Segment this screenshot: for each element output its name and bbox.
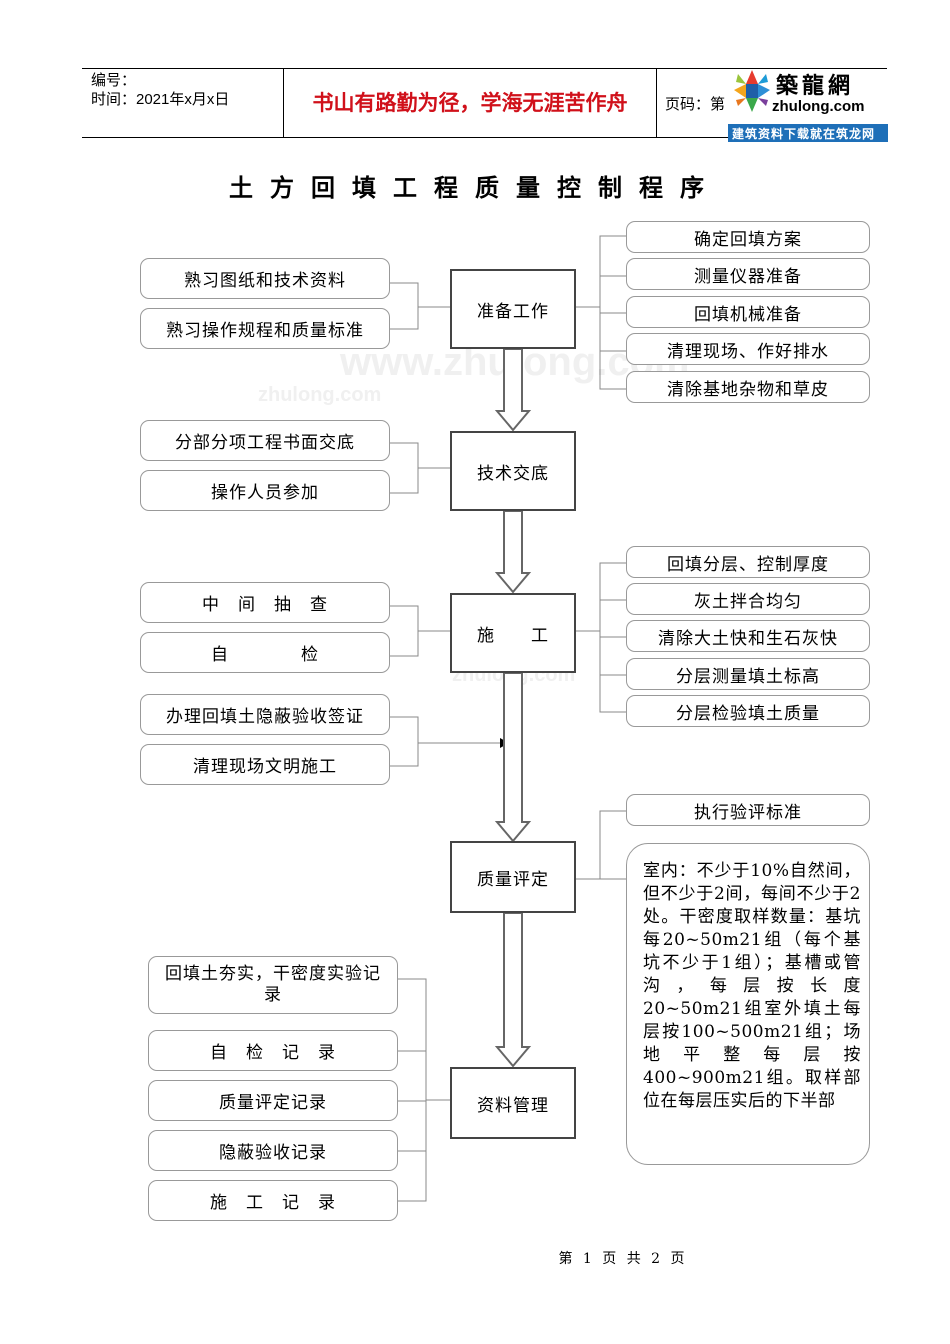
slogan: 书山有路勤为径，学海无涯苦作舟: [284, 69, 657, 137]
prep-right-note: 测量仪器准备: [626, 258, 870, 290]
construct-right-note: 分层测量填土标高: [626, 658, 870, 690]
records-left-note: 回填土夯实，干密度实验记录: [148, 956, 398, 1014]
page-label: 页码：第: [665, 96, 726, 113]
number-label: 编号：: [91, 72, 137, 89]
prep-left-note: 熟习操作规程和质量标准: [140, 308, 390, 349]
logo-name: 築龍網: [776, 73, 855, 99]
step-tech-briefing: 技术交底: [450, 431, 576, 511]
construct-right-note: 分层检验填土质量: [626, 695, 870, 727]
signoff-left-note: 清理现场文明施工: [140, 744, 390, 785]
prep-right-note: 清理现场、作好排水: [626, 333, 870, 365]
construct-right-note: 清除大土快和生石灰快: [626, 620, 870, 652]
tech-left-note: 操作人员参加: [140, 470, 390, 511]
prep-right-note: 回填机械准备: [626, 296, 870, 328]
records-left-note: 施 工 记 录: [148, 1180, 398, 1221]
quality-sampling-note: 室内：不少于10%自然间，但不少于2间，每间不少于2处。干密度取样数量：基坑每2…: [626, 843, 870, 1165]
tech-left-note: 分部分项工程书面交底: [140, 420, 390, 461]
records-left-note: 隐蔽验收记录: [148, 1130, 398, 1171]
step-prep: 准备工作: [450, 269, 576, 349]
construct-left-note: 自 检: [140, 632, 390, 673]
zhulong-logo: 築龍網 zhulong.com 建筑资料下载就在筑龙网: [728, 66, 888, 142]
logo-tagline: 建筑资料下载就在筑龙网: [732, 127, 876, 141]
page-footer: 第 1 页 共 2 页: [558, 1251, 688, 1267]
logo-domain: zhulong.com: [772, 98, 865, 115]
header-meta-cell: 编号： 时间：2021年x月x日: [82, 69, 284, 137]
page-title: 土方回填工程质量控制程序: [229, 174, 721, 202]
prep-right-note: 确定回填方案: [626, 221, 870, 253]
prep-left-note: 熟习图纸和技术资料: [140, 258, 390, 299]
time-label: 时间：2021年x月x日: [91, 91, 230, 108]
document-header: 编号： 时间：2021年x月x日 书山有路勤为径，学海无涯苦作舟 页码：第: [82, 68, 887, 138]
construct-left-note: 中 间 抽 查: [140, 582, 390, 623]
records-left-note: 质量评定记录: [148, 1080, 398, 1121]
prep-right-note: 清除基地杂物和草皮: [626, 371, 870, 403]
quality-right-note: 执行验评标准: [626, 794, 870, 826]
step-quality-evaluation: 质量评定: [450, 841, 576, 913]
step-construction: 施 工: [450, 593, 576, 673]
construct-right-note: 回填分层、控制厚度: [626, 546, 870, 578]
logo-mark-icon: [728, 70, 888, 142]
records-left-note: 自 检 记 录: [148, 1030, 398, 1071]
construct-right-note: 灰土拌合均匀: [626, 583, 870, 615]
step-records: 资料管理: [450, 1067, 576, 1139]
signoff-left-note: 办理回填土隐蔽验收签证: [140, 694, 390, 735]
